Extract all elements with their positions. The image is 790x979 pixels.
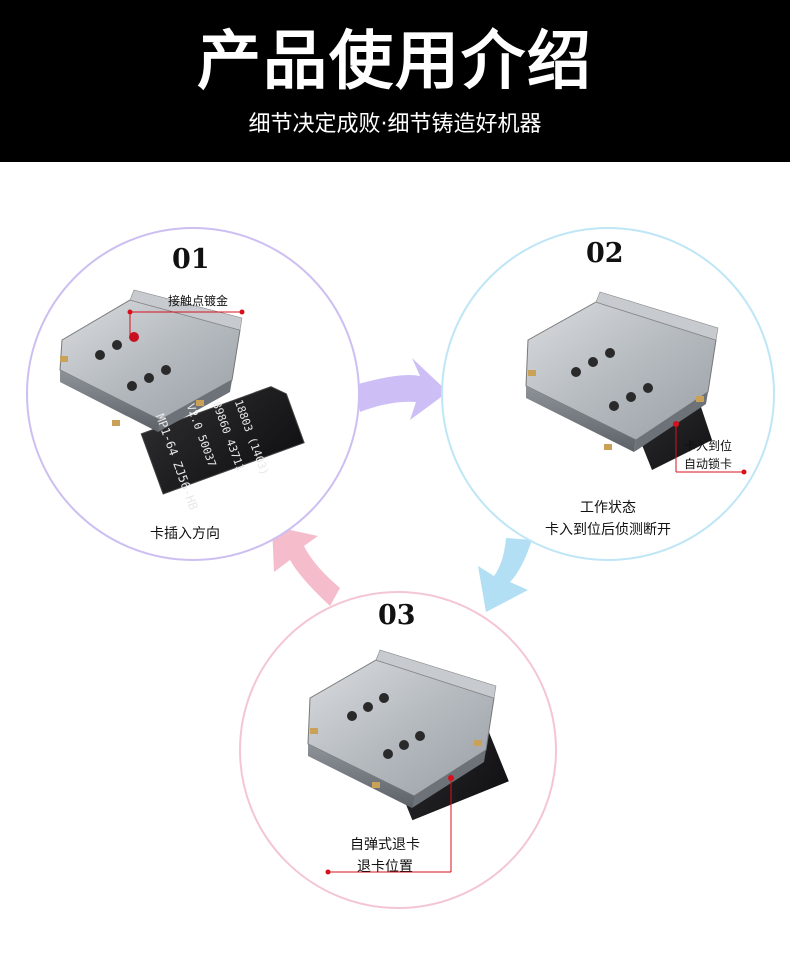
step-2-caption-line1: 工作状态 [580, 500, 636, 516]
step-3-caption-line2: 退卡位置 [357, 859, 413, 875]
sim-connector-3 [307, 649, 509, 821]
arrow-1-to-2 [355, 358, 448, 420]
step-1-annotation: 接触点镀金 [168, 294, 229, 308]
step-2-annotation-line2: 自动锁卡 [684, 457, 733, 471]
step-3-caption-line1: 自弹式退卡 [350, 837, 420, 853]
step-2-caption-line2: 卡入到位后侦测断开 [545, 522, 671, 538]
step-1-number: 01 [172, 244, 210, 275]
sim-connector-1 [59, 289, 305, 495]
step-3-number: 03 [378, 600, 416, 631]
header-banner: 产品使用介绍 细节决定成败·细节铸造好机器 [0, 0, 790, 162]
step-2-annotation-line1: 卡入到位 [684, 439, 733, 453]
arrow-2-to-3 [478, 538, 532, 612]
page-subtitle: 细节决定成败·细节铸造好机器 [248, 112, 542, 137]
step-2-number: 02 [586, 238, 624, 269]
page-title: 产品使用介绍 [197, 25, 593, 99]
step-1-caption: 卡插入方向 [150, 526, 220, 542]
annotation-gold-contacts [127, 309, 245, 336]
usage-diagram [26, 227, 775, 909]
annotation-auto-lock [673, 421, 747, 475]
annotation-eject [325, 775, 454, 875]
arrow-3-to-1 [272, 526, 340, 606]
